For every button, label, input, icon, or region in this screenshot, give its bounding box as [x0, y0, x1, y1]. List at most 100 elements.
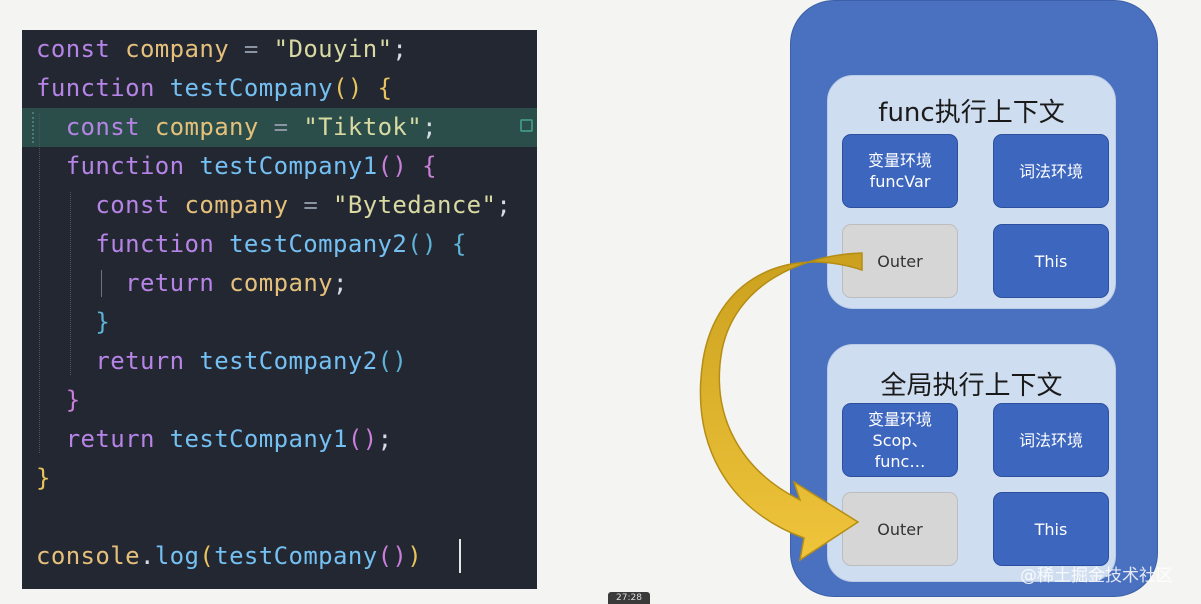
global-lexical-env-label: 词法环境 — [1018, 430, 1083, 450]
code-token: { — [422, 152, 437, 180]
code-token: = — [288, 191, 334, 219]
global-context-title: 全局执行上下文 — [880, 371, 1063, 401]
global-variable-environment: 变量环境 Scop、 func… — [842, 403, 958, 477]
code-token: ; — [422, 113, 437, 141]
func-context-title: func执行上下文 — [878, 98, 1065, 128]
code-token: () — [377, 152, 408, 180]
code-line[interactable]: return company; — [22, 264, 537, 303]
code-token: { — [377, 74, 393, 102]
func-variable-env-label: 变量环境 — [867, 151, 932, 170]
fold-icon[interactable] — [520, 119, 533, 132]
code-token — [36, 191, 95, 219]
global-variable-env-value-1: Scop、 — [872, 430, 928, 450]
code-token: } — [95, 308, 111, 336]
code-line[interactable]: return testCompany1(); — [22, 420, 537, 459]
code-token — [185, 152, 200, 180]
code-token: "Tiktok" — [303, 113, 423, 141]
code-token: () — [377, 347, 408, 375]
func-lexical-env-label: 词法环境 — [1018, 161, 1083, 181]
code-token — [36, 152, 66, 180]
code-line[interactable]: function testCompany1() { — [22, 147, 537, 186]
code-token: function — [95, 230, 215, 258]
code-token: testCompany — [214, 542, 378, 570]
code-token — [36, 113, 66, 141]
code-token: ( — [199, 542, 215, 570]
code-token — [36, 386, 66, 414]
code-token: () — [347, 425, 378, 453]
code-token: () — [333, 74, 363, 102]
code-token: = — [258, 113, 304, 141]
code-token: company — [154, 113, 259, 141]
code-line[interactable]: return testCompany2() — [22, 342, 537, 381]
code-line[interactable] — [22, 498, 537, 537]
code-token — [36, 230, 95, 258]
code-token — [170, 191, 185, 219]
code-token: function — [36, 74, 155, 102]
code-token — [155, 74, 170, 102]
code-token: company — [125, 35, 230, 63]
code-token — [363, 74, 378, 102]
code-token: testCompany2 — [199, 347, 378, 375]
func-variable-environment: 变量环境 funcVar — [842, 134, 958, 208]
global-execution-context: 全局执行上下文 变量环境 Scop、 func… 词法环境 Outer This — [827, 344, 1116, 582]
code-token: const — [65, 113, 140, 141]
code-token: const — [36, 35, 111, 63]
text-cursor — [459, 539, 461, 573]
func-outer-reference: Outer — [842, 224, 958, 298]
code-line[interactable]: const company = "Bytedance"; — [22, 186, 537, 225]
code-token: ; — [496, 191, 512, 219]
code-token — [214, 230, 229, 258]
global-lexical-environment: 词法环境 — [993, 403, 1109, 477]
code-token — [407, 152, 422, 180]
code-token: log — [154, 542, 200, 570]
code-token: . — [139, 542, 155, 570]
code-line[interactable]: console.log(testCompany()) — [22, 537, 537, 576]
code-token: ; — [377, 425, 393, 453]
code-line[interactable]: } — [22, 381, 537, 420]
code-line[interactable]: const company = "Douyin"; — [22, 30, 537, 69]
code-token: "Bytedance" — [333, 191, 497, 219]
video-timestamp: 27:28 — [608, 592, 650, 604]
code-line[interactable]: function testCompany() { — [22, 69, 537, 108]
indent-guide — [101, 270, 102, 297]
code-token — [110, 35, 125, 63]
code-line[interactable]: } — [22, 459, 537, 498]
global-outer-label: Outer — [877, 519, 923, 539]
code-token: } — [36, 464, 51, 492]
code-token: ; — [333, 269, 348, 297]
code-token — [36, 425, 66, 453]
code-token: console — [36, 542, 140, 570]
code-token: function — [65, 152, 185, 180]
code-token — [140, 113, 155, 141]
code-token: { — [451, 230, 467, 258]
code-token: testCompany1 — [169, 425, 348, 453]
watermark: @稀土掘金技术社区 — [1020, 566, 1173, 586]
code-token: const — [95, 191, 170, 219]
code-token: testCompany1 — [199, 152, 378, 180]
global-this-binding: This — [993, 492, 1109, 566]
code-line[interactable]: } — [22, 303, 537, 342]
code-token: ) — [407, 542, 423, 570]
code-token — [185, 347, 200, 375]
code-token — [36, 347, 95, 375]
func-this-label: This — [1034, 251, 1068, 271]
code-token: ; — [392, 35, 408, 63]
code-token — [155, 425, 170, 453]
global-variable-env-value-2: func… — [874, 451, 926, 471]
code-token: company — [184, 191, 289, 219]
code-token: return — [65, 425, 155, 453]
func-this-binding: This — [993, 224, 1109, 298]
code-token: () — [407, 230, 437, 258]
code-line[interactable]: const company = "Tiktok"; — [22, 108, 537, 147]
code-token — [36, 308, 95, 336]
func-execution-context: func执行上下文 变量环境 funcVar 词法环境 Outer This — [827, 75, 1116, 309]
code-token: } — [65, 386, 81, 414]
code-editor[interactable]: const company = "Douyin";function testCo… — [22, 30, 537, 589]
code-token — [36, 269, 125, 297]
code-token — [214, 269, 229, 297]
code-token — [437, 230, 452, 258]
code-token: () — [377, 542, 408, 570]
code-token: testCompany — [169, 74, 333, 102]
global-variable-env-label: 变量环境 — [867, 409, 932, 429]
code-line[interactable]: function testCompany2() { — [22, 225, 537, 264]
